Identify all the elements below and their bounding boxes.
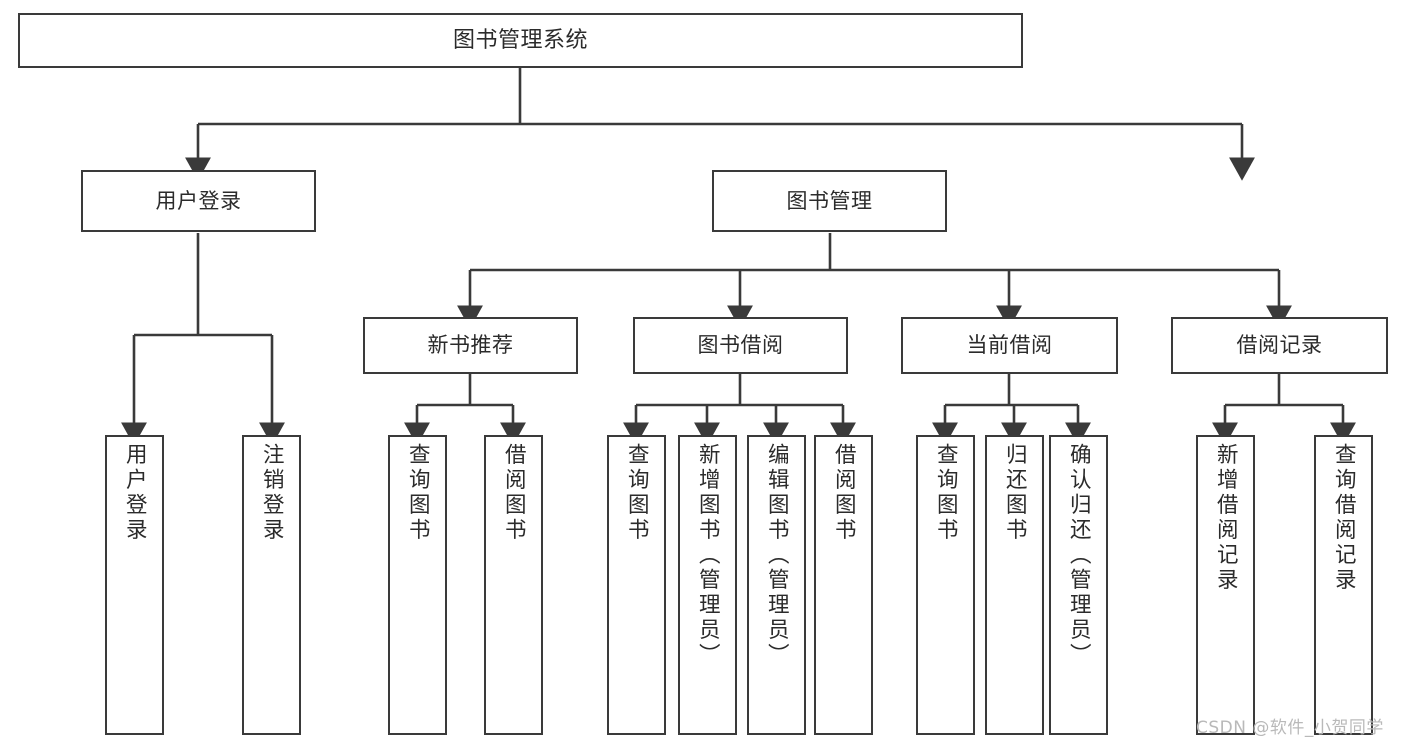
node-leaf-confirm-return-admin[interactable]: 确认归还（管理员） bbox=[1049, 435, 1108, 735]
node-current-borrow-label: 当前借阅 bbox=[966, 333, 1053, 358]
node-borrow-record-label: 借阅记录 bbox=[1236, 333, 1323, 358]
node-leaf-user-login-label: 用户登录 bbox=[122, 443, 148, 543]
node-leaf-return-book[interactable]: 归还图书 bbox=[985, 435, 1044, 735]
node-leaf-query-book-borrow-label: 查询图书 bbox=[624, 443, 650, 543]
node-leaf-confirm-return-admin-label: 确认归还（管理员） bbox=[1066, 443, 1092, 668]
node-leaf-return-book-label: 归还图书 bbox=[1002, 443, 1028, 543]
node-leaf-logout-label: 注销登录 bbox=[259, 443, 285, 543]
node-leaf-add-book-admin-label: 新增图书（管理员） bbox=[695, 443, 721, 668]
node-leaf-add-book-admin[interactable]: 新增图书（管理员） bbox=[678, 435, 737, 735]
node-leaf-borrow-book-label: 借阅图书 bbox=[831, 443, 857, 543]
watermark-text: CSDN @软件_小贺同学 bbox=[1196, 718, 1384, 738]
node-borrow-record[interactable]: 借阅记录 bbox=[1171, 317, 1388, 374]
node-leaf-borrow-book-recommend[interactable]: 借阅图书 bbox=[484, 435, 543, 735]
node-leaf-add-borrow-record-label: 新增借阅记录 bbox=[1213, 443, 1239, 593]
node-leaf-borrow-book[interactable]: 借阅图书 bbox=[814, 435, 873, 735]
node-leaf-query-book-recommend-label: 查询图书 bbox=[405, 443, 431, 543]
node-leaf-query-book-current-label: 查询图书 bbox=[933, 443, 959, 543]
node-book-borrow-label: 图书借阅 bbox=[697, 333, 784, 358]
node-leaf-logout[interactable]: 注销登录 bbox=[242, 435, 301, 735]
node-leaf-query-book-borrow[interactable]: 查询图书 bbox=[607, 435, 666, 735]
node-new-book-recommend[interactable]: 新书推荐 bbox=[363, 317, 578, 374]
node-book-management-label: 图书管理 bbox=[786, 188, 873, 213]
node-user-login[interactable]: 用户登录 bbox=[81, 170, 316, 232]
node-book-management[interactable]: 图书管理 bbox=[712, 170, 947, 232]
node-book-borrow[interactable]: 图书借阅 bbox=[633, 317, 848, 374]
node-leaf-query-borrow-record[interactable]: 查询借阅记录 bbox=[1314, 435, 1373, 735]
node-user-login-label: 用户登录 bbox=[155, 188, 242, 213]
node-new-book-recommend-label: 新书推荐 bbox=[427, 333, 514, 358]
node-root-system[interactable]: 图书管理系统 bbox=[18, 13, 1023, 68]
node-leaf-borrow-book-recommend-label: 借阅图书 bbox=[501, 443, 527, 543]
node-leaf-query-borrow-record-label: 查询借阅记录 bbox=[1331, 443, 1357, 593]
node-leaf-edit-book-admin-label: 编辑图书（管理员） bbox=[764, 443, 790, 668]
node-leaf-add-borrow-record[interactable]: 新增借阅记录 bbox=[1196, 435, 1255, 735]
node-leaf-user-login[interactable]: 用户登录 bbox=[105, 435, 164, 735]
node-current-borrow[interactable]: 当前借阅 bbox=[901, 317, 1118, 374]
node-leaf-edit-book-admin[interactable]: 编辑图书（管理员） bbox=[747, 435, 806, 735]
node-root-system-label: 图书管理系统 bbox=[452, 27, 588, 53]
node-leaf-query-book-current[interactable]: 查询图书 bbox=[916, 435, 975, 735]
node-leaf-query-book-recommend[interactable]: 查询图书 bbox=[388, 435, 447, 735]
